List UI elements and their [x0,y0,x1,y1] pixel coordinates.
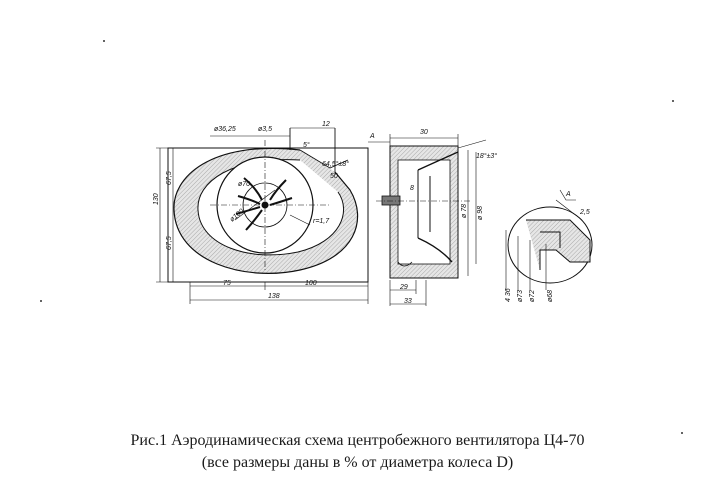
dim-upper-height: 67,5 [166,171,173,185]
front-section-line [368,139,487,149]
detail-d2: ø73 [517,290,524,302]
detail-labels: A 4 36 ø73 ø72 ø68 2,5 [505,191,590,302]
dim-outlet-angle: 64,5°±8° [322,160,349,168]
figure-caption-line1: Рис.1 Аэродинамическая схема центробежно… [130,432,585,449]
front-side-mark: 8 [410,185,414,192]
front-dia2: ø 98 [477,206,484,220]
detail-boundary [507,206,593,284]
dim-top-small: ø36,25 [214,126,236,133]
figure-caption-line2: (все размеры даны в % от диаметра колеса… [201,454,514,471]
front-inner [397,159,451,265]
scan-speck [40,300,42,302]
detail-d3: ø72 [529,290,536,302]
dim-radius: r=1,7 [313,218,330,225]
dim-bottom-right: 100 [305,280,317,287]
dim-outlet-width: 12 [322,121,330,128]
outlet-duct [289,128,336,175]
detail-step [540,231,561,248]
front-dia1: ø 78 [461,204,468,218]
dim-lower-height: 67,5 [166,236,173,250]
dim-dia-inner: ø70 [238,181,250,188]
dim-lines-bottom [189,282,369,304]
outlet-angle-lines [299,149,349,169]
dim-height-total: 130 [153,193,160,205]
dim-angle: 5° [303,141,310,149]
dim-bottom-total: 138 [268,293,280,300]
detail-d1: 4 36 [505,288,512,302]
dim-outlet-len: 50 [330,173,338,180]
scan-speck [672,100,674,102]
impeller-blades [235,177,293,231]
front-section-mark: A [369,133,375,140]
front-dim-lines [389,134,477,306]
detail-dim-lines [505,199,583,290]
scan-speck [681,432,683,434]
detail-section-line [559,189,576,201]
front-angle: 18°±3° [476,152,497,160]
detail-a [505,189,593,290]
front-view-labels: A 30 18°±3° ø 78 ø 98 29 33 8 [369,129,497,305]
scan-speck [103,40,105,42]
front-view [368,134,487,306]
detail-section-mark: A [565,191,571,198]
dim-lines-left [156,147,174,283]
leader-line [234,189,311,226]
front-top-width: 30 [420,129,428,136]
front-arrow [397,261,413,267]
front-shaft [381,195,401,206]
dim-lines-top [210,127,335,137]
side-view [156,127,369,304]
front-bottom-a: 29 [399,284,408,291]
front-hub-block [417,170,431,238]
front-bottom-b: 33 [404,298,412,305]
detail-d4: ø68 [547,290,554,302]
detail-r: 2,5 [579,209,590,216]
dim-bottom-left: 75 [223,280,231,287]
front-inlet-cone [417,151,459,263]
dim-top-small2: ø3,5 [258,126,272,133]
detail-wall [526,219,591,270]
